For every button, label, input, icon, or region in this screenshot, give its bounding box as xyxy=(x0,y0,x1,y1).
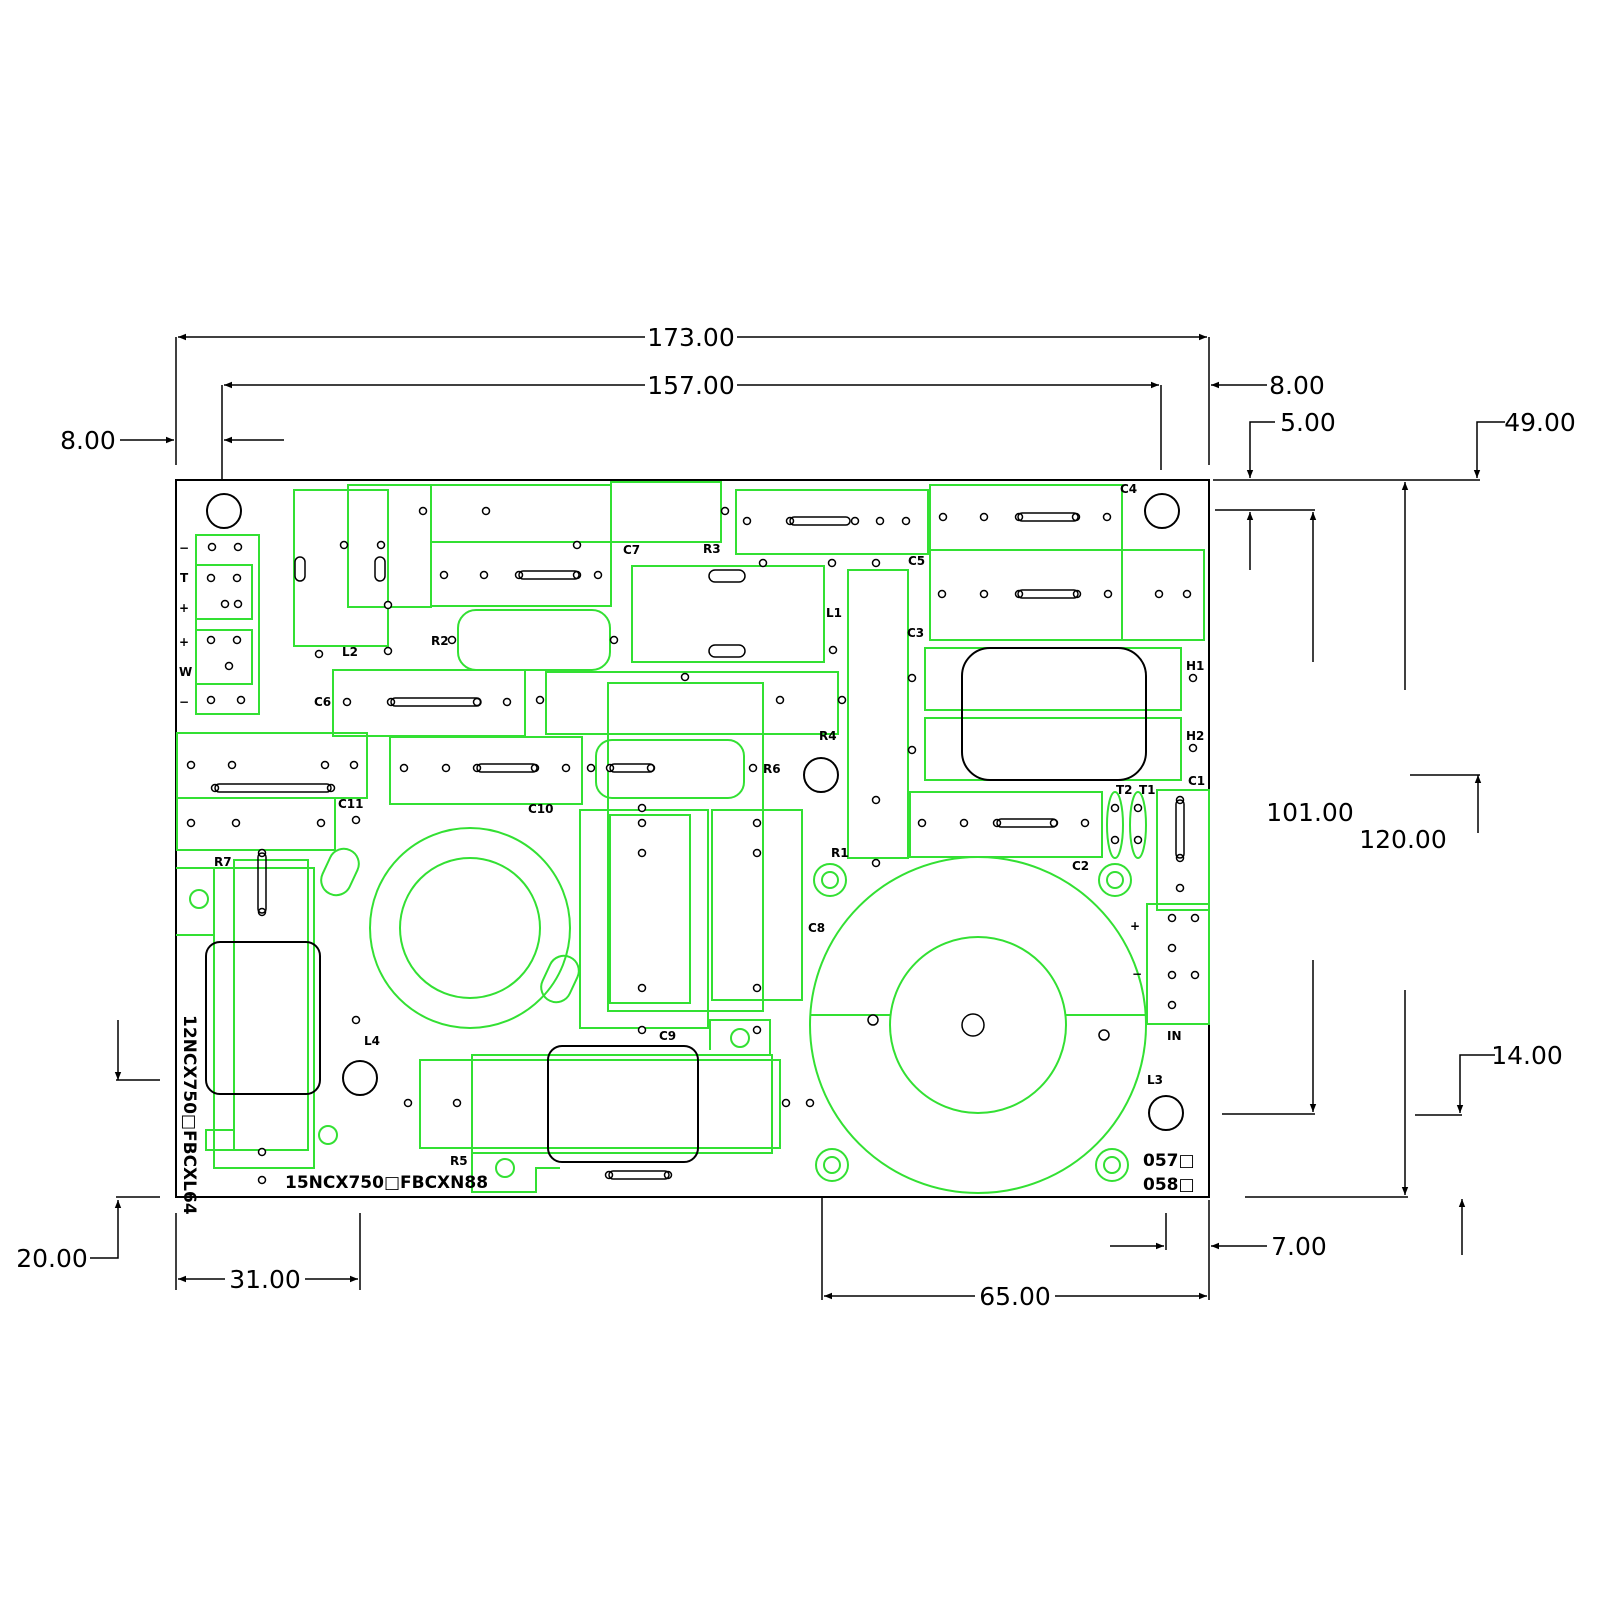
dim-overall-width: 173.00 xyxy=(647,323,734,352)
code-057: 057□ xyxy=(1143,1151,1195,1171)
dim-left-offset: 8.00 xyxy=(60,426,116,455)
terminal-mark-2: T xyxy=(180,571,189,585)
label-r7: R7 xyxy=(214,855,232,869)
terminal-mark-5: W xyxy=(179,665,192,679)
label-c8: C8 xyxy=(808,921,825,935)
label-l3: L3 xyxy=(1147,1073,1163,1087)
dim-top-offset-right: 5.00 xyxy=(1280,408,1336,437)
dim-bottom-right-offset: 7.00 xyxy=(1271,1232,1327,1261)
label-c5: C5 xyxy=(908,554,925,568)
code-058: 058□ xyxy=(1143,1175,1195,1195)
label-t1: T1 xyxy=(1139,783,1156,797)
terminal-mark-3: + xyxy=(179,601,189,615)
slot-pads xyxy=(214,512,1185,1180)
label-l1: L1 xyxy=(826,606,842,620)
dim-inner-height: 101.00 xyxy=(1266,798,1353,827)
label-r4: R4 xyxy=(819,729,837,743)
label-c4: C4 xyxy=(1120,482,1137,496)
label-r1: R1 xyxy=(831,846,849,860)
dim-bottom-right-width: 65.00 xyxy=(979,1282,1051,1311)
part-number-bottom: 15NCX750□FBCXN88 xyxy=(285,1173,488,1193)
dim-right-offset-top: 8.00 xyxy=(1269,371,1325,400)
label-c2: C2 xyxy=(1072,859,1089,873)
label-c9: C9 xyxy=(659,1029,676,1043)
component-bodies xyxy=(205,647,1147,1163)
input-mark-minus: − xyxy=(1132,967,1142,981)
label-c10: C10 xyxy=(528,802,554,816)
label-l2: L2 xyxy=(342,645,358,659)
dim-bottom-left: 20.00 xyxy=(16,1244,88,1273)
label-c3: C3 xyxy=(907,626,924,640)
terminal-mark-6: − xyxy=(179,695,189,709)
terminal-mark-1: − xyxy=(179,541,189,555)
dimension-lines xyxy=(90,333,1505,1300)
part-number-side: 12NCX750□FBCXL64 xyxy=(179,1015,199,1215)
component-outlines xyxy=(176,481,1210,1194)
label-c11: C11 xyxy=(338,797,364,811)
label-r6: R6 xyxy=(763,762,781,776)
mounting-holes xyxy=(206,493,1184,1131)
label-r3: R3 xyxy=(703,542,721,556)
dim-far-right-top: 49.00 xyxy=(1504,408,1576,437)
label-t2: T2 xyxy=(1116,783,1133,797)
terminal-mark-4: + xyxy=(179,635,189,649)
dim-hole-spacing-width: 157.00 xyxy=(647,371,734,400)
pads xyxy=(186,506,1200,1185)
board-outline xyxy=(175,479,1210,1198)
label-in: IN xyxy=(1167,1029,1182,1043)
label-c1: C1 xyxy=(1188,774,1205,788)
label-h1: H1 xyxy=(1186,659,1204,673)
dim-right-lower: 14.00 xyxy=(1491,1041,1563,1070)
label-r2: R2 xyxy=(431,634,449,648)
label-c7: C7 xyxy=(623,543,640,557)
label-h2: H2 xyxy=(1186,729,1204,743)
label-c6: C6 xyxy=(314,695,331,709)
dim-overall-height: 120.00 xyxy=(1359,825,1446,854)
label-l4: L4 xyxy=(364,1034,380,1048)
dim-bottom-left-width: 31.00 xyxy=(229,1265,301,1294)
label-r5: R5 xyxy=(450,1154,468,1168)
input-mark-plus: + xyxy=(1130,919,1140,933)
